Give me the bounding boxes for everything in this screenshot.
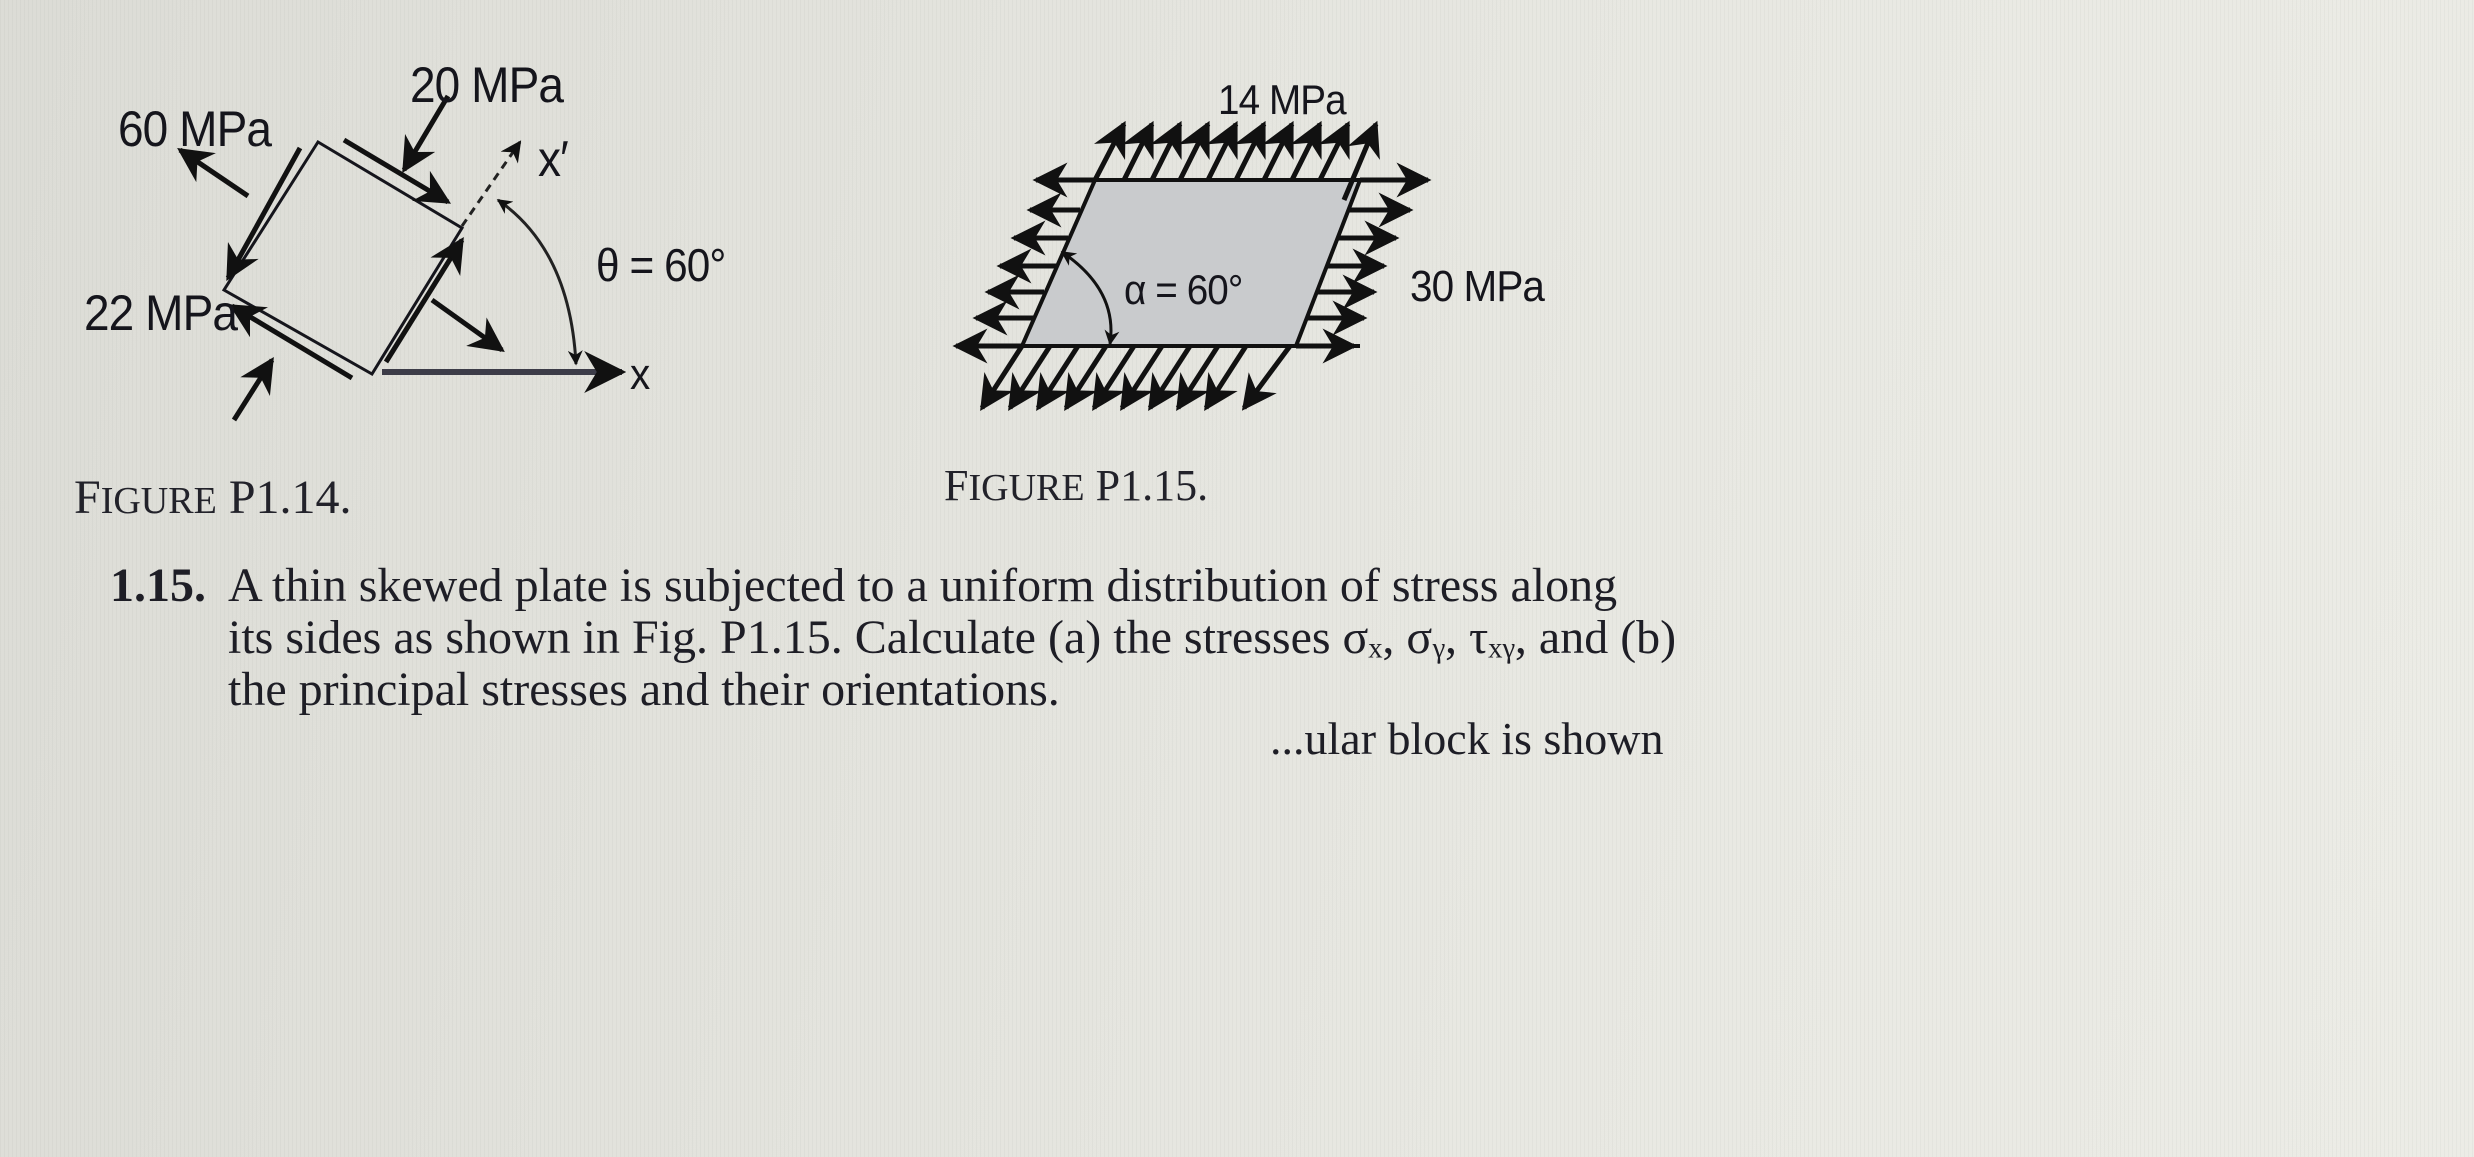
label-22-mpa: 22 MPa: [84, 285, 238, 341]
right-side-arrows: [1296, 162, 1432, 364]
label-x-axis: x: [630, 350, 650, 399]
top-side-arrows: [1092, 120, 1380, 201]
normal-arrow-20mpa-top: [401, 94, 451, 174]
skewed-plate: [1018, 178, 1363, 348]
alpha-angle-arc: [1060, 250, 1120, 346]
label-14-mpa: 14 MPa: [1218, 76, 1347, 123]
problem-1-15: 1.15. A thin skewed plate is subjected to…: [110, 560, 1676, 716]
label-x-prime: x′: [538, 131, 569, 187]
bottom-side-arrows: [979, 344, 1293, 411]
problem-line-3: the principal stresses and their orienta…: [228, 663, 1060, 716]
shear-arrow-top-side: [342, 137, 452, 205]
x-prime-axis-arrow: [460, 140, 522, 227]
shear-arrow-right-side: [383, 237, 465, 364]
next-paragraph-fragment: ...ular block is shown: [1270, 713, 1664, 764]
normal-arrow-20mpa-bottom: [231, 357, 275, 422]
label-60-mpa: 60 MPa: [118, 101, 272, 157]
caption-figure-p1-15: FIGURE P1.15.: [944, 461, 1209, 510]
label-theta-60: θ = 60°: [596, 239, 726, 291]
label-20-mpa: 20 MPa: [410, 57, 564, 113]
problem-line-1: A thin skewed plate is subjected to a un…: [228, 559, 1618, 612]
normal-arrow-60mpa-right: [430, 297, 505, 353]
label-alpha-60: α = 60°: [1124, 266, 1243, 313]
problem-number: 1.15.: [110, 559, 206, 612]
shear-arrow-left-side: [225, 146, 303, 282]
caption-figure-p1-14: FIGURE P1.14.: [74, 471, 352, 524]
theta-angle-arc: [496, 198, 583, 366]
shear-arrow-bottom-side: [228, 303, 354, 381]
left-side-arrows: [952, 162, 1095, 364]
label-30-mpa: 30 MPa: [1410, 262, 1545, 311]
normal-arrow-60mpa-left: [177, 147, 250, 199]
problem-line-2: its sides as shown in Fig. P1.15. Calcul…: [228, 611, 1677, 664]
